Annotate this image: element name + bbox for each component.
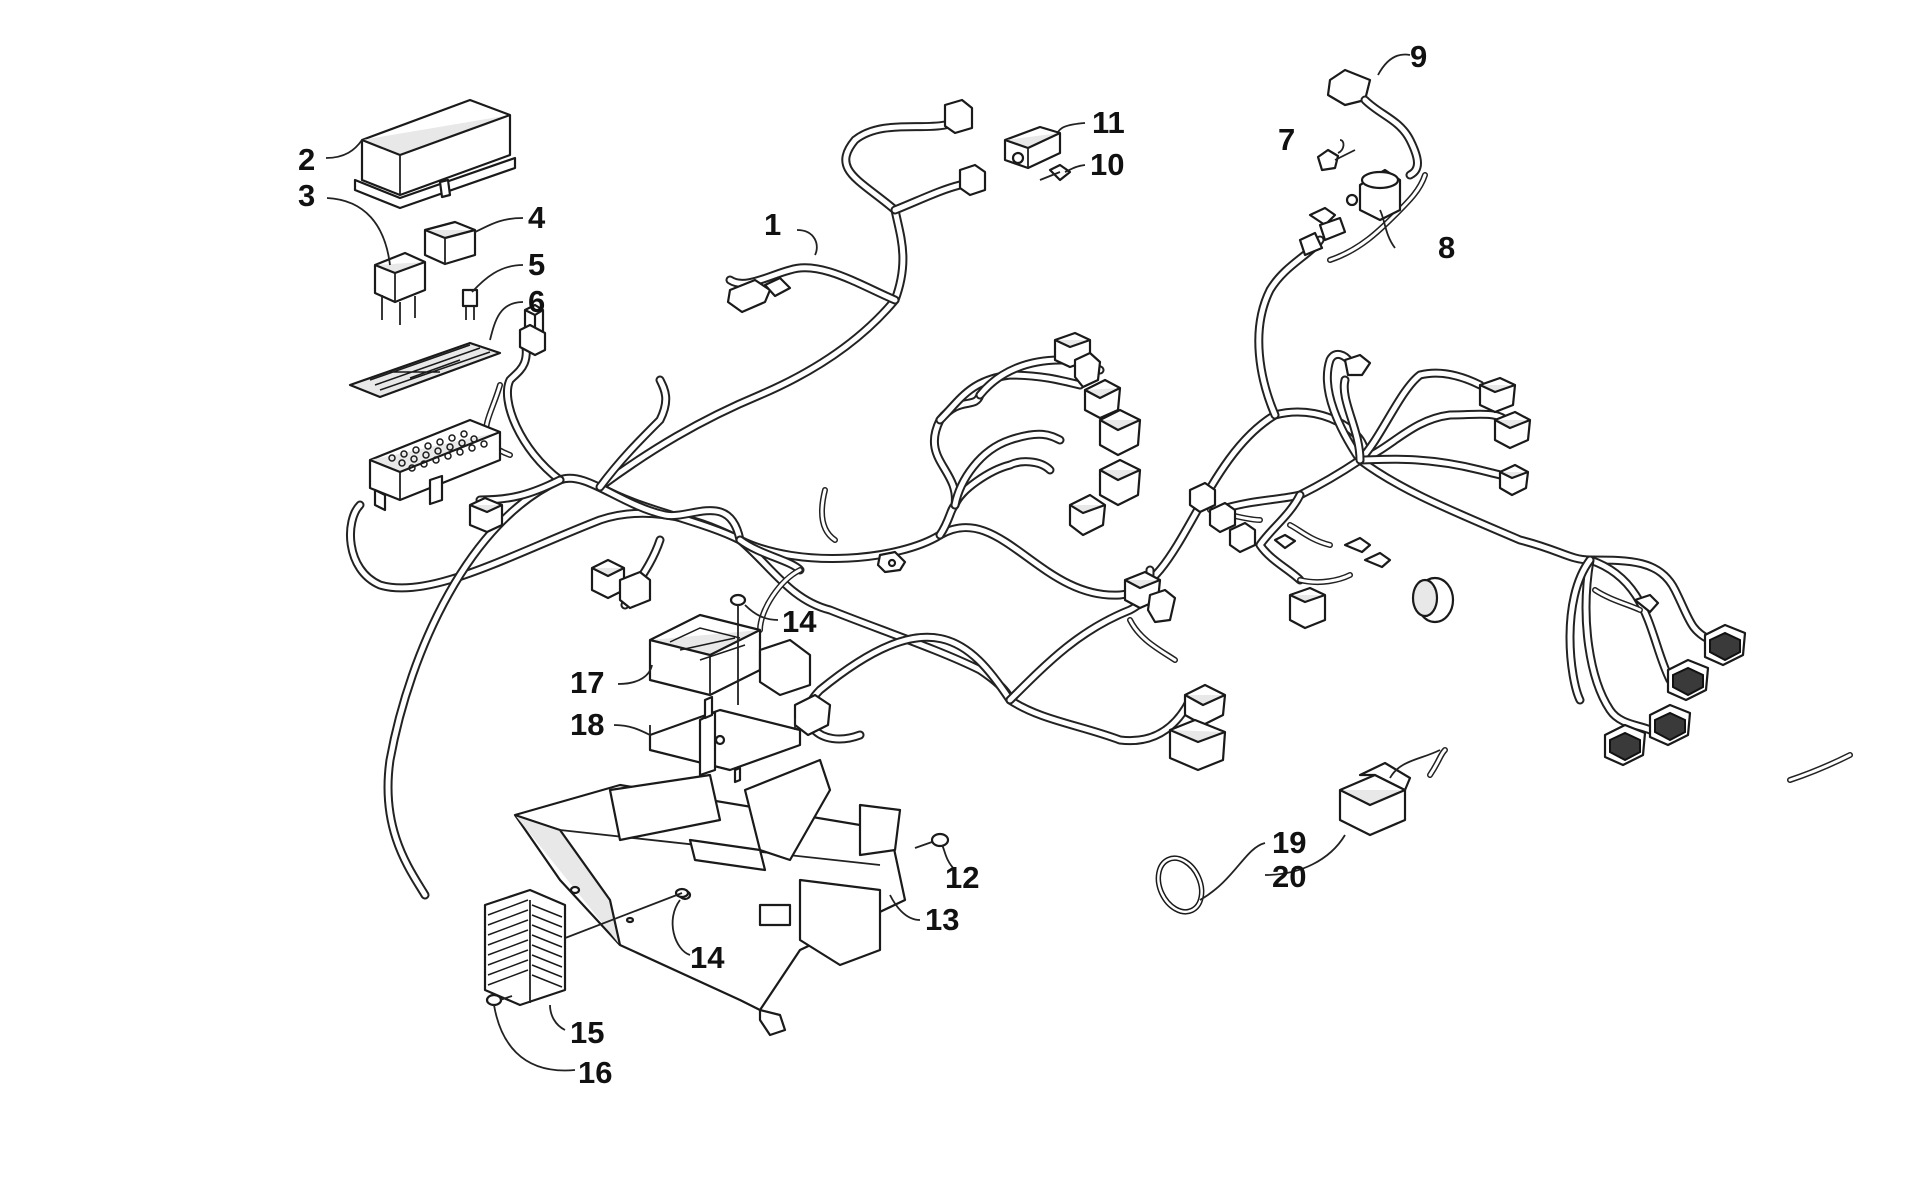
callout-7: 7 xyxy=(1278,122,1295,157)
tray-clip xyxy=(914,832,950,849)
callout-10: 10 xyxy=(1090,147,1124,182)
coil-bolt xyxy=(1316,148,1356,172)
leader-lines xyxy=(325,53,1411,1072)
ecu-module xyxy=(648,613,832,737)
right-cluster-connectors xyxy=(1053,331,1227,772)
thin-wires xyxy=(483,172,1853,783)
voltage-regulator xyxy=(483,888,567,1007)
callout-11: 11 xyxy=(1092,105,1125,140)
callout-2: 2 xyxy=(298,142,315,177)
main-harness xyxy=(346,120,1715,900)
bolt-top xyxy=(729,593,747,705)
callout-19: 19 xyxy=(1272,825,1306,860)
callout-12: 12 xyxy=(945,860,979,895)
fuse-label-sheet xyxy=(348,341,502,399)
bolt-bottom xyxy=(559,887,690,941)
callout-15: 15 xyxy=(570,1015,604,1050)
callout-4: 4 xyxy=(528,200,546,235)
callout-3: 3 xyxy=(298,178,315,213)
fuse-box-cover xyxy=(353,98,517,210)
module-bracket xyxy=(648,695,802,784)
electrical-tray xyxy=(513,758,907,1037)
callout-6: 6 xyxy=(528,284,545,319)
fuse-box-connectors xyxy=(468,303,907,610)
callout-17: 17 xyxy=(570,665,604,700)
callout-14-top: 14 xyxy=(782,604,817,639)
harness-end-connectors xyxy=(726,98,987,314)
callout-20: 20 xyxy=(1272,859,1306,894)
relay xyxy=(373,251,427,325)
starter-relay xyxy=(1338,749,1441,837)
far-right-connectors xyxy=(1343,353,1532,497)
callout-14-bottom: 14 xyxy=(690,940,725,975)
callouts: 1 2 3 4 5 6 7 8 9 10 11 12 13 14 14 15 1… xyxy=(298,39,1455,1090)
switch-cluster xyxy=(1188,481,1455,630)
callout-5: 5 xyxy=(528,247,545,282)
ignition-coil xyxy=(1298,68,1422,257)
cable-strap xyxy=(1155,855,1205,915)
small-relay-block xyxy=(423,220,477,266)
callout-1: 1 xyxy=(764,207,781,242)
callout-9: 9 xyxy=(1410,39,1427,74)
callout-18: 18 xyxy=(570,707,604,742)
bottom-right-connectors xyxy=(1603,593,1747,767)
fuse-box-body xyxy=(368,418,502,512)
sensor-assembly xyxy=(1003,125,1072,182)
callout-8: 8 xyxy=(1438,230,1455,265)
callout-13: 13 xyxy=(925,902,959,937)
fuse xyxy=(461,288,479,320)
callout-16: 16 xyxy=(578,1055,612,1090)
